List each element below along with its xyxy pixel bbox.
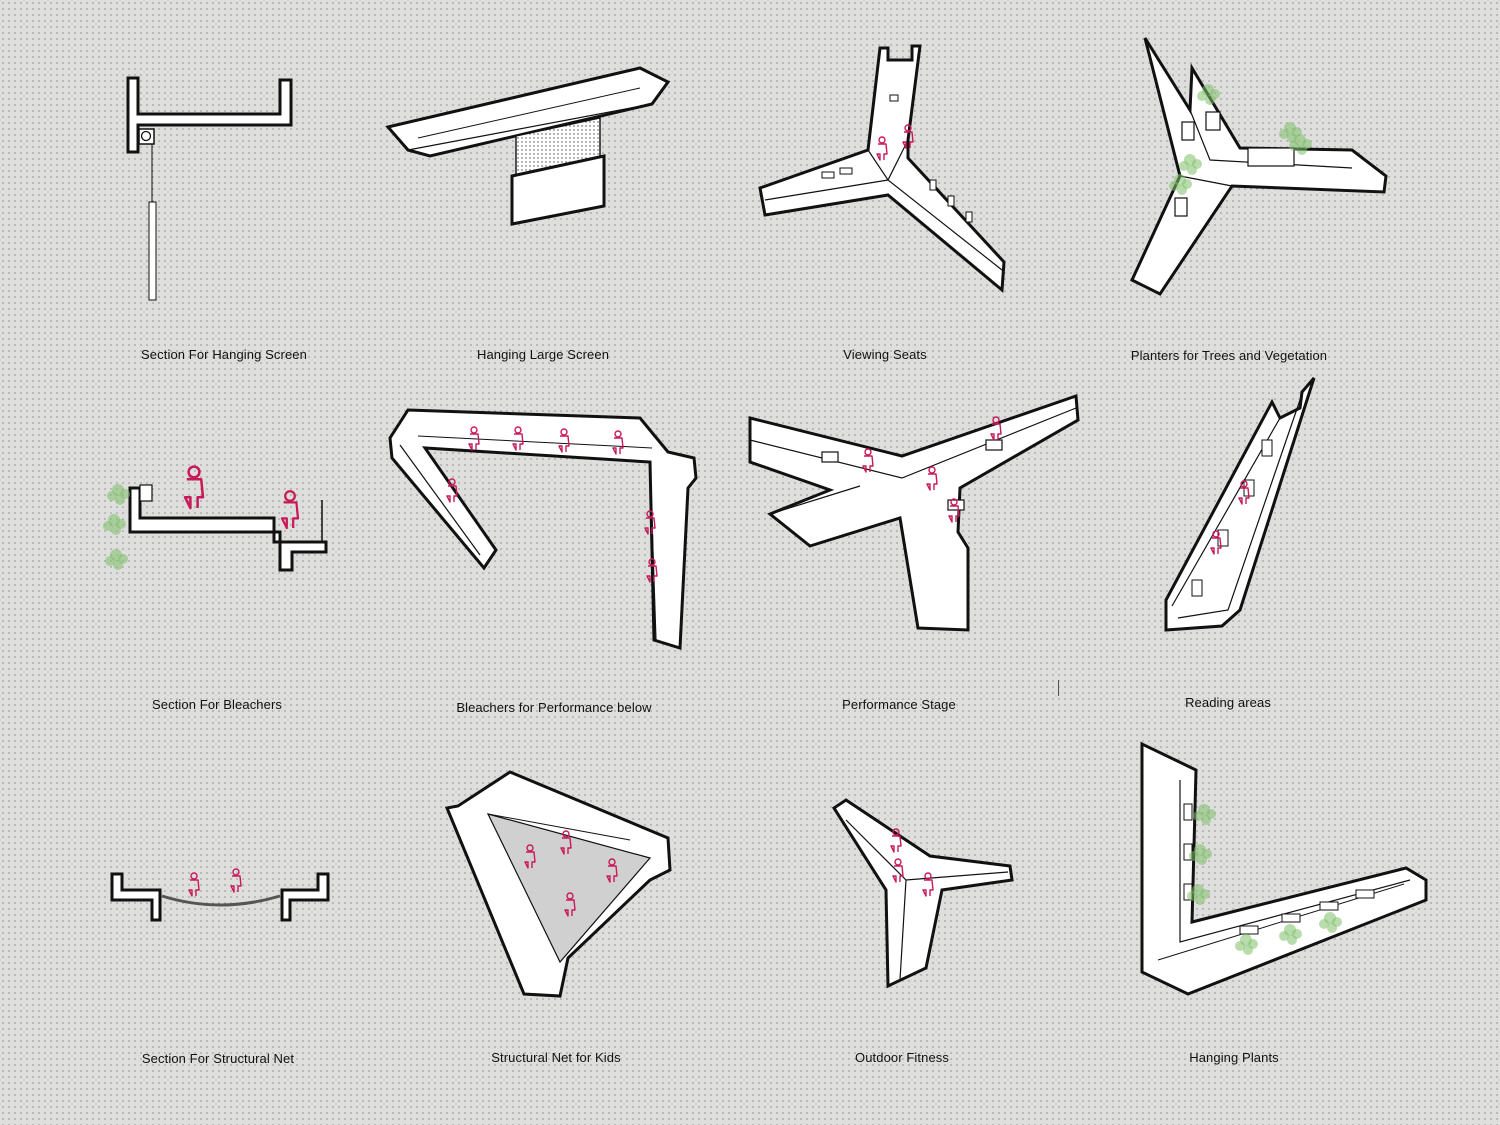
reading-areas-drawing bbox=[1164, 377, 1316, 632]
performance-stage-drawing bbox=[748, 393, 1080, 632]
caption-section-bleachers: Section For Bleachers bbox=[152, 697, 282, 712]
bleachers-performance-drawing bbox=[388, 408, 698, 651]
caption-bleachers-performance: Bleachers for Performance below bbox=[456, 700, 652, 715]
caption-viewing-seats: Viewing Seats bbox=[843, 347, 927, 362]
hanging-large-screen-drawing bbox=[385, 66, 671, 226]
caption-outdoor-fitness: Outdoor Fitness bbox=[855, 1050, 949, 1065]
viewing-seats-drawing bbox=[758, 44, 1006, 294]
hanging-plants-drawing bbox=[1140, 741, 1428, 996]
divider-tick bbox=[1058, 680, 1059, 696]
caption-performance-stage: Performance Stage bbox=[842, 697, 956, 712]
caption-structural-net-kids: Structural Net for Kids bbox=[491, 1050, 621, 1065]
caption-reading-areas: Reading areas bbox=[1185, 695, 1271, 710]
caption-section-hanging-screen: Section For Hanging Screen bbox=[141, 347, 307, 362]
section-structural-net-drawing bbox=[110, 872, 330, 922]
caption-hanging-large-screen: Hanging Large Screen bbox=[476, 347, 610, 362]
caption-planters: Planters for Trees and Vegetation bbox=[1130, 348, 1328, 363]
section-bleachers-drawing bbox=[128, 484, 328, 572]
people-figures bbox=[183, 124, 1250, 917]
caption-hanging-plants: Hanging Plants bbox=[1189, 1050, 1279, 1065]
structural-net-kids-drawing bbox=[444, 770, 672, 998]
section-hanging-screen-drawing bbox=[126, 76, 293, 301]
caption-section-structural-net: Section For Structural Net bbox=[141, 1051, 295, 1066]
outdoor-fitness-drawing bbox=[831, 798, 1014, 989]
planters-drawing bbox=[1130, 37, 1388, 296]
